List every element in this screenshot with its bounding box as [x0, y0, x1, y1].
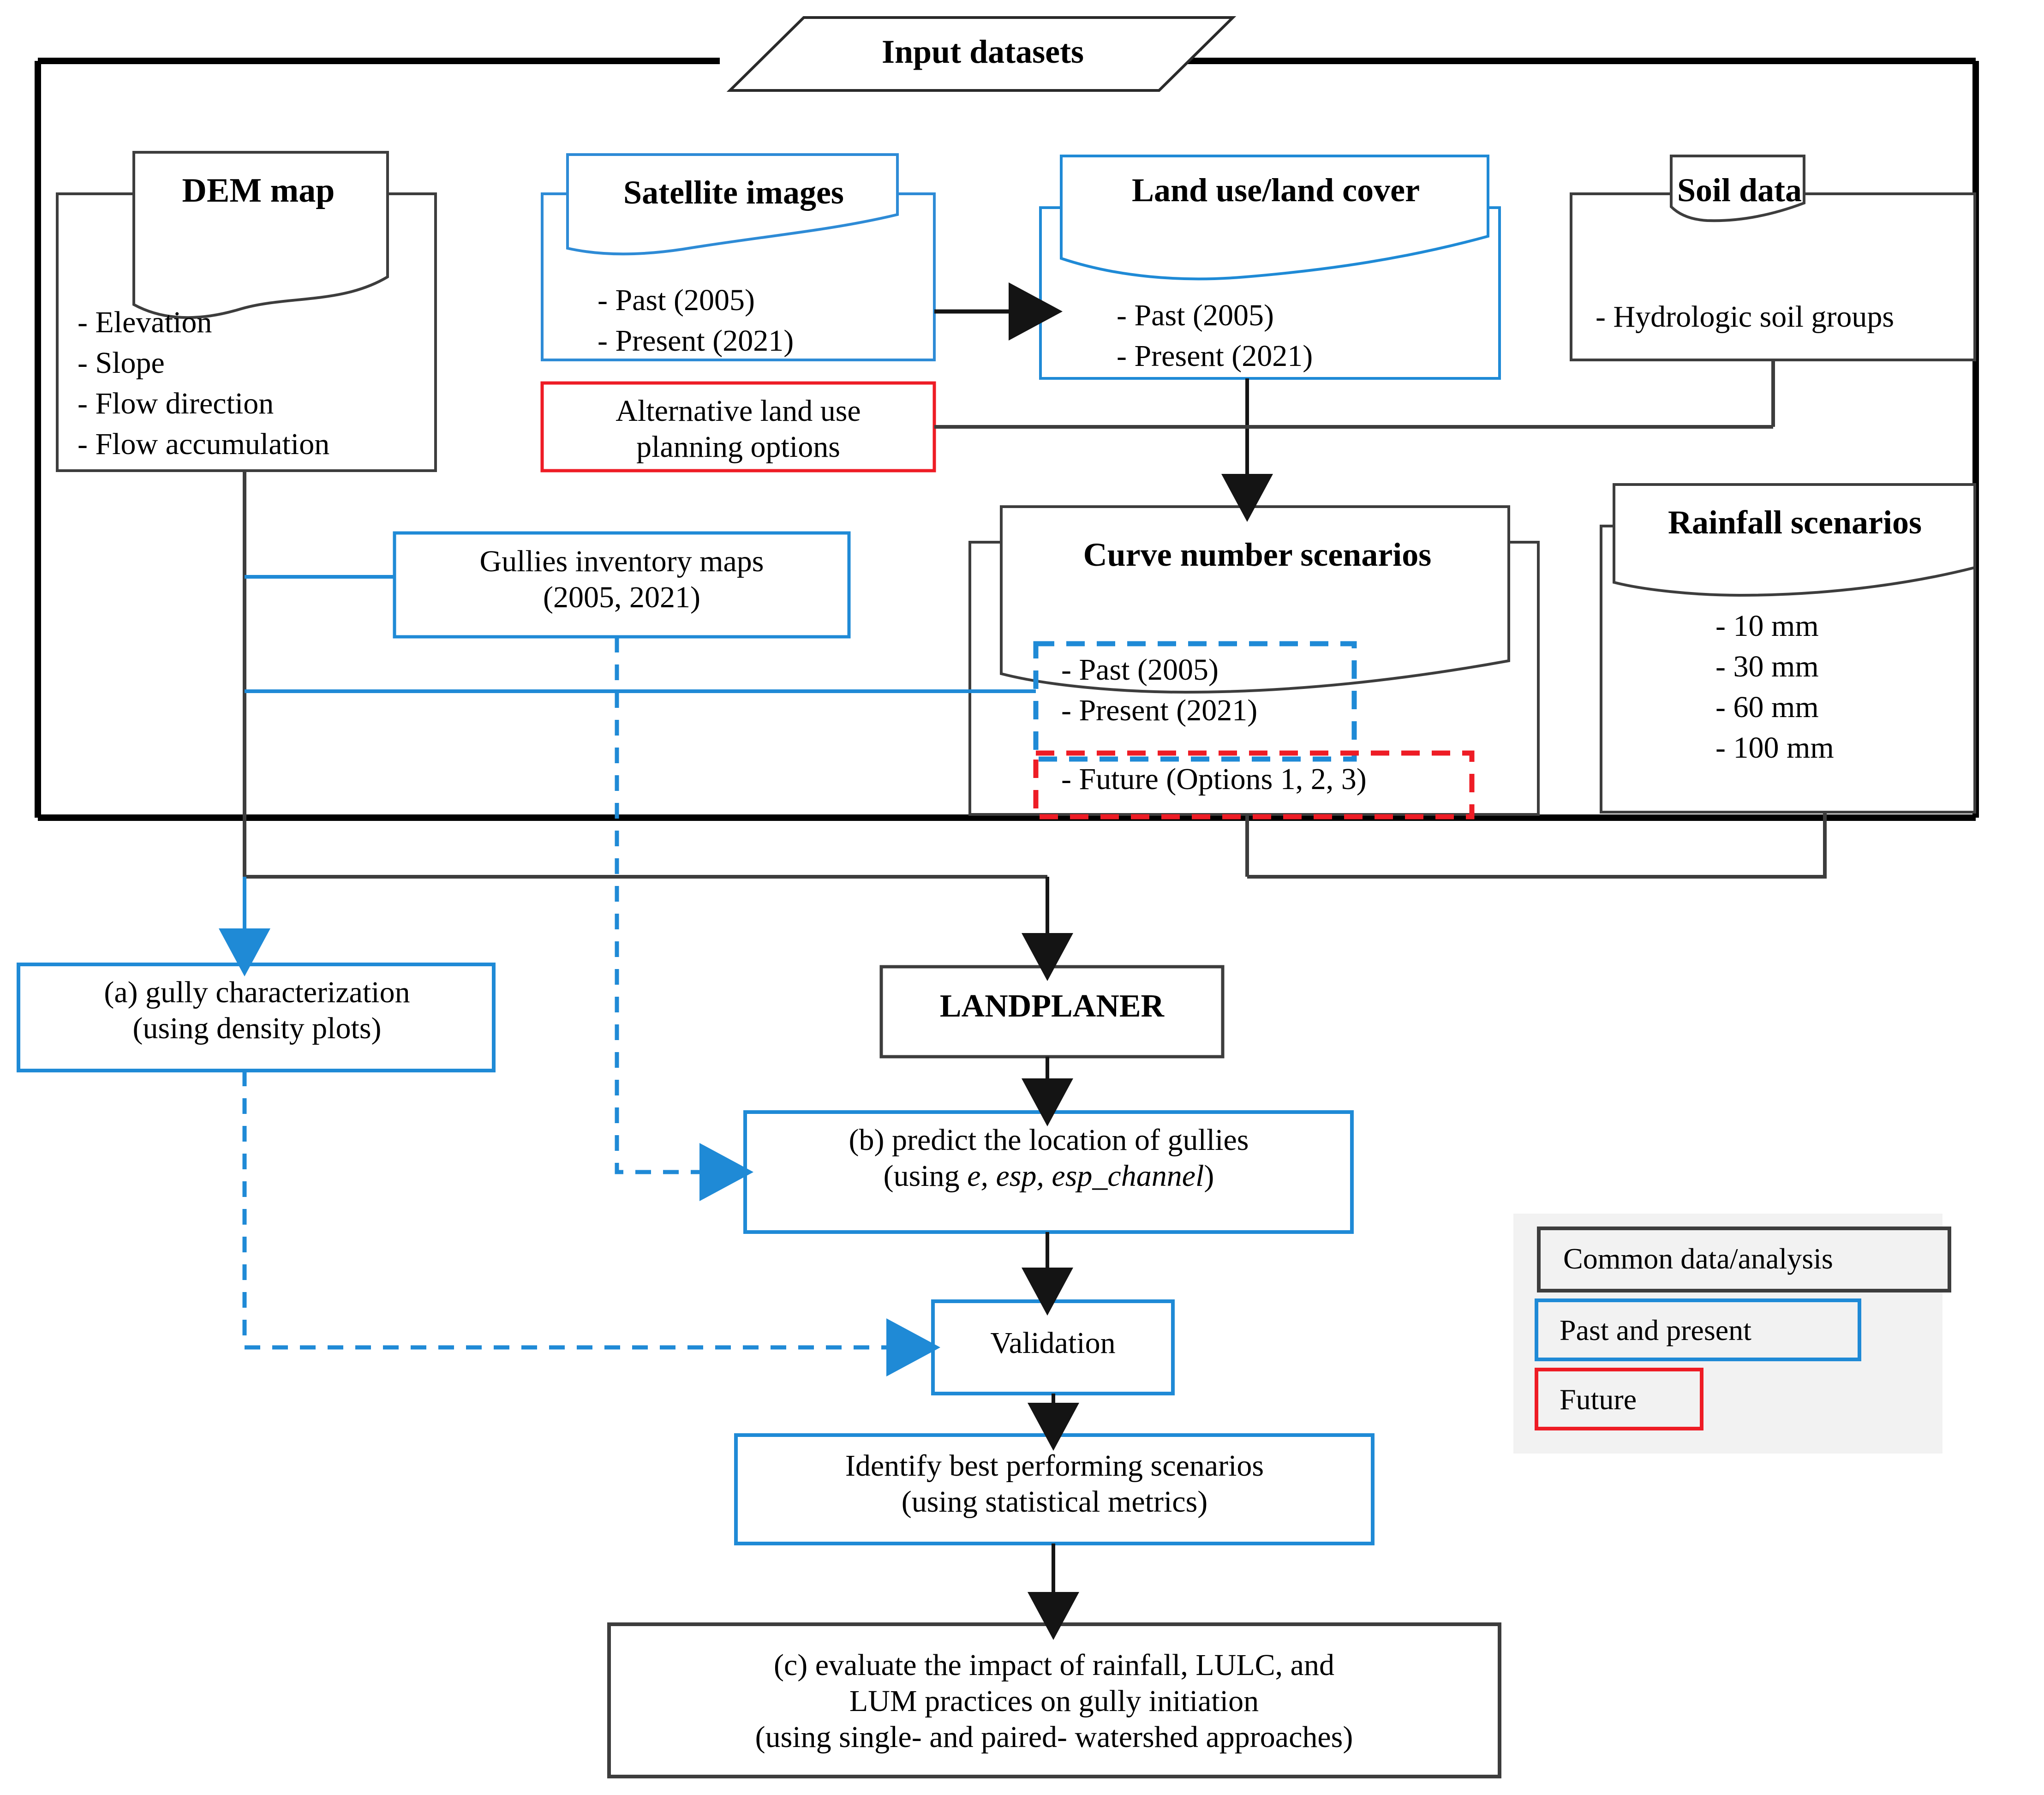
connector-gullies-dashed-to-predict	[615, 637, 753, 1201]
rainfall-item-60mm: - 60 mm	[1715, 690, 1819, 724]
legend-swatch-future	[1535, 1368, 1703, 1430]
dem-item-flow-accumulation: - Flow accumulation	[78, 427, 330, 461]
rainfall-title: Rainfall scenarios	[1668, 504, 1922, 541]
identify-best-box[interactable]	[734, 1433, 1375, 1545]
input-datasets-parallelogram	[726, 16, 1237, 92]
lulc-item-present: - Present (2021)	[1117, 339, 1313, 373]
gullies-inventory-line2: (2005, 2021)	[543, 580, 700, 614]
identify-best-line1: Identify best performing scenarios	[845, 1449, 1264, 1483]
rainfall-item-100mm: - 100 mm	[1715, 731, 1834, 765]
predict-gullies-line2: (using e, esp, esp_channel)	[751, 1158, 1346, 1194]
satellite-group-shape	[541, 153, 936, 361]
rainfall-item-10mm: - 10 mm	[1715, 609, 1819, 643]
legend-swatch-common	[1537, 1227, 1951, 1292]
curve-number-past-present-highlight	[1033, 641, 1357, 762]
dem-item-elevation: - Elevation	[78, 305, 212, 339]
satellite-title: Satellite images	[623, 174, 844, 211]
connector-rainfall-down	[1247, 812, 1827, 879]
gully-characterization-line1: (a) gully characterization	[104, 975, 410, 1009]
legend-label-common: Common data/analysis	[1563, 1242, 1833, 1275]
lulc-title: Land use/land cover	[1131, 172, 1420, 209]
page-title: Input datasets	[881, 33, 1084, 70]
dem-title: DEM map	[182, 172, 335, 209]
predict-gullies-variables: e, esp, esp_channel	[967, 1159, 1204, 1193]
soil-group-shape	[1570, 155, 1976, 361]
satellite-item-past: - Past (2005)	[598, 283, 755, 317]
curve-number-title: Curve number scenarios	[1083, 536, 1432, 573]
legend-label-future: Future	[1560, 1383, 1637, 1416]
alternative-land-use-line2: planning options	[636, 430, 840, 464]
dem-group-shape	[56, 151, 437, 472]
curve-number-item-past: - Past (2005)	[1061, 653, 1219, 687]
curve-number-future-highlight	[1033, 750, 1475, 820]
landplaner-label: LANDPLANER	[939, 988, 1165, 1024]
evaluate-impact-box[interactable]	[607, 1622, 1501, 1778]
rainfall-group-shape	[1600, 483, 1976, 814]
gullies-inventory-line1: Gullies inventory maps	[479, 544, 764, 578]
landplaner-box[interactable]	[879, 965, 1225, 1059]
evaluate-impact-line1: (c) evaluate the impact of rainfall, LUL…	[774, 1648, 1334, 1682]
dem-item-flow-direction: - Flow direction	[78, 387, 274, 420]
predict-gullies-line1: (b) predict the location of gullies	[849, 1123, 1249, 1157]
dem-item-slope: - Slope	[78, 346, 165, 380]
alternative-land-use-line1: Alternative land use	[616, 394, 861, 428]
gullies-inventory-box[interactable]	[393, 531, 851, 639]
soil-title: Soil data	[1677, 172, 1802, 209]
validation-label: Validation	[990, 1326, 1116, 1360]
evaluate-impact-line2: LUM practices on gully initiation	[849, 1684, 1259, 1718]
evaluate-impact-line3: (using single- and paired- watershed app…	[755, 1720, 1353, 1754]
alternative-land-use-box[interactable]	[540, 381, 936, 473]
connector-gullycharacterization-dashed-to-validation	[242, 1071, 940, 1376]
legend-label-past-present: Past and present	[1560, 1314, 1751, 1346]
gully-characterization-box[interactable]	[17, 963, 496, 1072]
connector-dem-below-frame	[243, 818, 1047, 879]
gully-characterization-line2: (using density plots)	[132, 1011, 382, 1045]
rainfall-item-30mm: - 30 mm	[1715, 650, 1819, 683]
lulc-item-past: - Past (2005)	[1117, 299, 1274, 332]
identify-best-line2: (using statistical metrics)	[901, 1485, 1208, 1519]
lulc-group-shape	[1039, 155, 1501, 380]
predict-gullies-prefix: (using	[883, 1159, 968, 1193]
satellite-item-present: - Present (2021)	[598, 324, 794, 358]
curve-number-item-future: - Future (Options 1, 2, 3)	[1061, 762, 1367, 796]
connectors-layer	[219, 282, 1827, 1640]
predict-gullies-suffix: )	[1204, 1159, 1214, 1193]
legend-swatch-past-present	[1535, 1298, 1861, 1361]
soil-item-hydrologic: - Hydrologic soil groups	[1596, 300, 1895, 334]
curve-number-item-present: - Present (2021)	[1061, 694, 1258, 727]
